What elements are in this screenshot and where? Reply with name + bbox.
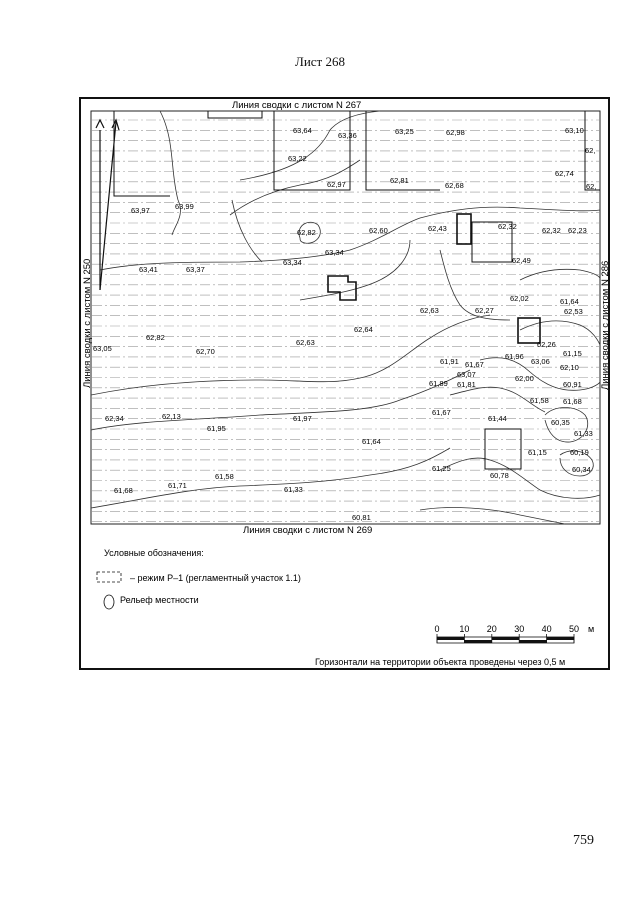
elevation-mark: 61,25 — [432, 464, 451, 473]
contour-interval-note: Горизонтали на территории объекта провед… — [315, 657, 565, 667]
elevation-mark: 61,68 — [563, 397, 582, 406]
elevation-mark: 62,13 — [162, 412, 181, 421]
scale-tick-label: 0 — [434, 624, 439, 634]
legend-zone-label: – режим Р–1 (регламентный участок 1.1) — [130, 573, 301, 583]
elevation-mark: 61,71 — [168, 481, 187, 490]
elevation-mark: 62, — [585, 146, 595, 155]
elevation-mark: 62,43 — [428, 224, 447, 233]
elevation-mark: 61,91 — [440, 357, 459, 366]
page-number: 759 — [573, 833, 594, 848]
zone-hatching — [92, 119, 599, 523]
elevation-mark: 62,10 — [560, 363, 579, 372]
scale-unit: м — [588, 624, 594, 634]
elevation-mark: 63,06 — [531, 357, 550, 366]
elevation-mark: 62,32 — [498, 222, 517, 231]
elevation-mark: 62,00 — [515, 374, 534, 383]
elevation-mark: 61,33 — [574, 429, 593, 438]
map-frame — [79, 97, 610, 670]
elevation-mark: 61,15 — [528, 448, 547, 457]
elevation-mark: 63,05 — [93, 344, 112, 353]
elevation-mark: 61,15 — [563, 349, 582, 358]
elevation-mark: 63,10 — [565, 126, 584, 135]
elevation-mark: 61,81 — [457, 380, 476, 389]
elevation-mark: 60,34 — [572, 465, 591, 474]
elevation-mark: 61,95 — [207, 424, 226, 433]
elevation-mark: 62, — [586, 182, 596, 191]
elevation-mark: 62,63 — [296, 338, 315, 347]
elevation-mark: 63,41 — [139, 265, 158, 274]
elevation-mark: 62,60 — [369, 226, 388, 235]
contour-legend-icon — [103, 594, 115, 610]
elevation-mark: 62,68 — [445, 181, 464, 190]
elevation-mark: 62,64 — [354, 325, 373, 334]
elevation-mark: 60,35 — [551, 418, 570, 427]
elevation-mark: 61,67 — [465, 360, 484, 369]
elevation-mark: 60,91 — [563, 380, 582, 389]
scale-tick-label: 50 — [569, 624, 579, 634]
site-boundaries — [113, 111, 600, 470]
elevation-mark: 62,74 — [555, 169, 574, 178]
elevation-mark: 63,97 — [131, 206, 150, 215]
elevation-mark: 62,63 — [420, 306, 439, 315]
north-arrow-icon — [95, 118, 120, 291]
scale-bar: 0 10 20 30 40 50 м — [434, 624, 594, 644]
map-area-border — [90, 110, 601, 525]
scale-tick-label: 30 — [514, 624, 524, 634]
elevation-mark: 62,49 — [512, 256, 531, 265]
elevation-mark: 63,25 — [395, 127, 414, 136]
elevation-mark: 61,96 — [505, 352, 524, 361]
elevation-mark: 63,34 — [283, 258, 302, 267]
elevation-mark: 63,37 — [186, 265, 205, 274]
elevation-mark: 62,26 — [537, 340, 556, 349]
matching-line-top-label: Линия сводки с листом N 267 — [232, 100, 361, 111]
elevation-mark: 62,34 — [105, 414, 124, 423]
elevation-marks: 63,64 63,36 63,25 62,98 63,10 62, 63,22 62,74 62… — [93, 126, 596, 522]
elevation-mark: 61,44 — [488, 414, 507, 423]
elevation-mark: 61,67 — [432, 408, 451, 417]
elevation-mark: 62,23 — [568, 226, 587, 235]
elevation-mark: 62,32 — [542, 226, 561, 235]
legend-relief-label: Рельеф местности — [120, 595, 199, 605]
elevation-mark: 62,70 — [196, 347, 215, 356]
elevation-mark: 62,27 — [475, 306, 494, 315]
elevation-mark: 61,97 — [293, 414, 312, 423]
elevation-mark: 61,89 — [429, 379, 448, 388]
elevation-mark: 62,82 — [146, 333, 165, 342]
elevation-mark: 63,64 — [293, 126, 312, 135]
elevation-mark: 61,33 — [284, 485, 303, 494]
elevation-mark: 61,64 — [362, 437, 381, 446]
contour-lines — [90, 110, 601, 525]
matching-line-bottom-label: Линия сводки с листом N 269 — [243, 525, 372, 536]
elevation-mark: 62,97 — [327, 180, 346, 189]
elevation-mark: 61,58 — [215, 472, 234, 481]
scale-tick-label: 40 — [542, 624, 552, 634]
buildings — [327, 213, 541, 344]
legend-zone-symbol — [96, 571, 122, 583]
elevation-mark: 63,34 — [325, 248, 344, 257]
matching-line-left-label: Линия сводки с листом N 250 — [82, 259, 93, 388]
scale-tick-label: 10 — [459, 624, 469, 634]
elevation-mark: 62,02 — [510, 294, 529, 303]
sheet-title: Лист 268 — [295, 54, 345, 69]
elevation-mark: 63,36 — [338, 131, 357, 140]
elevation-mark: 61,64 — [560, 297, 579, 306]
elevation-mark: 61,68 — [114, 486, 133, 495]
elevation-mark: 62,82 — [297, 228, 316, 237]
matching-line-right-label: Линия сводки с листом N 286 — [600, 261, 611, 390]
elevation-mark: 60,81 — [352, 513, 371, 522]
legend-title: Условные обозначения: — [104, 548, 204, 558]
elevation-mark: 63,99 — [175, 202, 194, 211]
elevation-mark: 60,78 — [490, 471, 509, 480]
elevation-mark: 61,58 — [530, 396, 549, 405]
elevation-mark: 62,98 — [446, 128, 465, 137]
elevation-mark: 60,19 — [570, 448, 589, 457]
scale-tick-label: 20 — [487, 624, 497, 634]
elevation-mark: 62,53 — [564, 307, 583, 316]
elevation-mark: 63,22 — [288, 154, 307, 163]
elevation-mark: 63,07 — [457, 370, 476, 379]
elevation-mark: 62,81 — [390, 176, 409, 185]
